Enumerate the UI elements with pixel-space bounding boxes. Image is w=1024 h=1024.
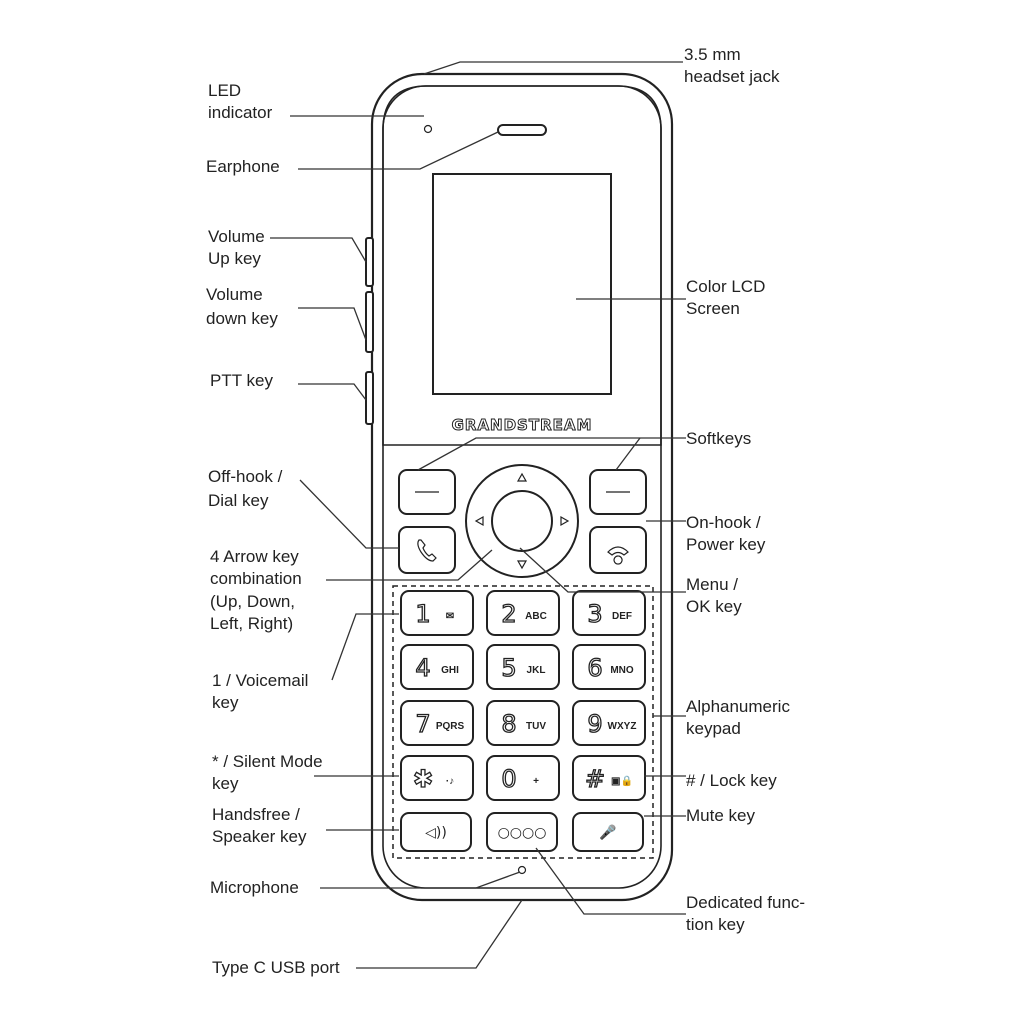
menu-ok-button[interactable] <box>491 490 553 552</box>
screen-bezel <box>382 85 662 446</box>
onhook-power-button[interactable] <box>589 526 647 574</box>
triangle-up-icon <box>516 472 528 482</box>
keypad-key-digit: 5 <box>501 654 516 682</box>
mute-button[interactable] <box>572 812 644 852</box>
keypad-key[interactable]: 1✉ <box>400 590 474 636</box>
label-menu-ok: Menu /OK key <box>686 575 742 616</box>
keypad-key-letters: ·♪ <box>446 776 454 787</box>
keypad-key-letters: ABC <box>525 611 547 622</box>
power-icon <box>607 546 629 565</box>
keypad-key-digit: 2 <box>501 600 516 628</box>
microphone-hole <box>517 865 527 875</box>
keypad-key-digit: 6 <box>587 654 602 682</box>
keypad-key-frame[interactable] <box>486 700 560 746</box>
keypad-key-letters: TUV <box>526 721 546 732</box>
keypad-key-letters: ✉ <box>446 611 454 622</box>
label-ptt: PTT key <box>210 371 273 390</box>
earphone-slot <box>497 124 547 136</box>
keypad-key[interactable]: 2 ABC <box>486 590 560 636</box>
keypad-key-digit: # <box>585 765 605 793</box>
label-softkeys: Softkeys <box>686 429 751 448</box>
keypad-key-letters: JKL <box>527 665 546 676</box>
microphone-muted-icon: 🎤 <box>599 823 617 841</box>
keypad-key-frame[interactable] <box>400 644 474 690</box>
keypad-key[interactable]: 7 PQRS <box>400 700 474 746</box>
keypad-key-frame[interactable] <box>572 644 646 690</box>
keypad-key[interactable]: 5 JKL <box>486 644 560 690</box>
keypad-key-frame[interactable] <box>486 590 560 636</box>
keypad-key-letters: GHI <box>441 665 459 676</box>
keypad-key-digit: 9 <box>587 710 602 738</box>
keypad-key[interactable]: 0+ <box>486 755 560 801</box>
label-earphone: Earphone <box>206 157 280 176</box>
label-mute: Mute key <box>686 806 755 825</box>
keypad-key[interactable]: 9 WXYZ <box>572 700 646 746</box>
triangle-down-icon <box>516 560 528 570</box>
label-lock: # / Lock key <box>686 771 777 790</box>
keypad-key-frame[interactable] <box>400 755 474 801</box>
keypad-key-frame[interactable] <box>572 755 646 801</box>
keypad-key[interactable]: 3 DEF <box>572 590 646 636</box>
offhook-dial-button[interactable] <box>398 526 456 574</box>
keypad-key[interactable]: # ▣🔒 <box>572 755 646 801</box>
label-onhook: On-hook /Power key <box>686 513 766 554</box>
keypad-key[interactable]: ✱ ·♪ <box>400 755 474 801</box>
keypad-key-digit: 4 <box>415 654 430 682</box>
keypad-key-digit: 1 <box>415 600 430 628</box>
dedicated-function-button[interactable] <box>486 812 558 852</box>
keypad-key-frame[interactable] <box>572 590 646 636</box>
lcd-screen <box>432 173 612 395</box>
keypad-key-digit: 3 <box>587 600 602 628</box>
label-microphone: Microphone <box>210 878 299 897</box>
label-offhook: Off-hook /Dial key <box>208 467 283 510</box>
speaker-icon: ◁)) <box>425 825 447 841</box>
keypad-key-letters: + <box>533 776 539 787</box>
keypad-key[interactable]: 6 MNO <box>572 644 646 690</box>
keypad-key-letters: PQRS <box>436 721 465 732</box>
keypad-key-frame[interactable] <box>400 590 474 636</box>
label-handsfree: Handsfree /Speaker key <box>212 805 307 846</box>
triangle-left-icon <box>474 515 484 527</box>
keypad-key-letters: ▣🔒 <box>611 775 633 787</box>
keypad-key-digit: 7 <box>415 710 430 738</box>
keypad-key-frame[interactable] <box>486 644 560 690</box>
keypad-key-digit: 8 <box>501 710 516 738</box>
triangle-right-icon <box>560 515 570 527</box>
label-usb-port: Type C USB port <box>212 958 340 977</box>
keypad-key-letters: WXYZ <box>608 721 637 732</box>
keypad-key-frame[interactable] <box>400 700 474 746</box>
keypad-key-frame[interactable] <box>572 700 646 746</box>
keypad-key[interactable]: 8 TUV <box>486 700 560 746</box>
phone-handset-icon <box>417 539 437 562</box>
leader-lines <box>270 61 686 969</box>
volume-down-button[interactable] <box>365 291 374 353</box>
function-dots: ○○○○ <box>498 825 547 841</box>
keypad-key-frame[interactable] <box>486 755 560 801</box>
brand-logo: GRANDSTREAM <box>452 416 593 434</box>
keypad-key-digit: 0 <box>501 765 516 793</box>
keypad-key-letters: DEF <box>612 611 632 622</box>
keypad-frame <box>392 585 654 859</box>
volume-up-button[interactable] <box>365 237 374 287</box>
led-indicator-icon <box>423 124 433 134</box>
keypad-key-digit: ✱ <box>413 765 433 793</box>
handsfree-speaker-button[interactable] <box>400 812 472 852</box>
label-function-key: Dedicated func-tion key <box>686 893 805 934</box>
ptt-button[interactable] <box>365 371 374 425</box>
keypad-key-letters: MNO <box>610 665 634 676</box>
keypad-key[interactable]: 4 GHI <box>400 644 474 690</box>
